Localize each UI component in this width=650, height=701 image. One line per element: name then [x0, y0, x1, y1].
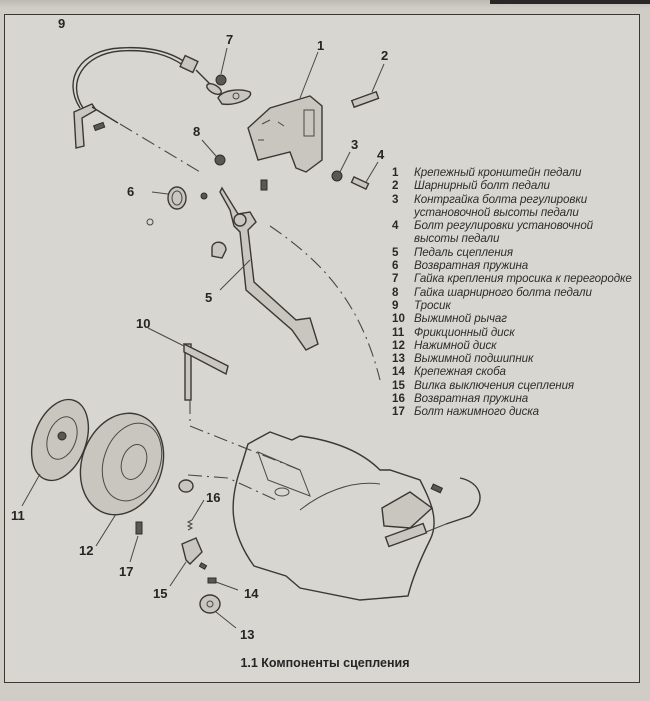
callout-8: 8: [193, 124, 201, 139]
part-6-return-spring: [146, 186, 208, 226]
callout-10: 10: [136, 316, 151, 331]
callout-7: 7: [226, 32, 234, 47]
legend-item: 5 Педаль сцепления: [392, 246, 640, 259]
legend-text: Возвратная пружина: [414, 259, 529, 273]
legend-text: Контргайка болта регулировки установочно…: [414, 192, 588, 219]
small-bolt: [260, 179, 268, 191]
part-14-retaining-clip: [198, 562, 239, 591]
legend-item: 1 Крепежный кронштейн педали: [392, 166, 640, 179]
callout-1: 1: [317, 38, 325, 53]
legend-num: 11: [392, 325, 405, 339]
legend-text: Болт нажимного диска: [414, 405, 540, 419]
page-top-edge: [0, 0, 650, 8]
legend-text: Вилка выключения сцепления: [414, 378, 575, 392]
assembly-line: [269, 225, 381, 381]
part-7-nut: [215, 47, 252, 106]
legend-item: 6 Возвратная пружина: [392, 259, 640, 272]
legend-item: 7 Гайка крепления тросика к перегородке: [392, 272, 640, 285]
callout-9: 9: [58, 16, 66, 31]
legend-item: 3 Контргайка болта регулировки установочн…: [392, 193, 640, 220]
legend-num: 3: [392, 192, 399, 206]
part-10-release-lever: [147, 327, 229, 401]
part-9-cable: [72, 46, 222, 149]
legend-num: 7: [392, 272, 399, 286]
part-17-pressure-plate-bolt: [129, 521, 143, 563]
legend-text: Выжимной рычаг: [414, 312, 507, 326]
legend-num: 16: [392, 392, 405, 406]
legend-item: 8 Гайка шарнирного болта педали: [392, 286, 640, 299]
legend-num: 12: [392, 338, 405, 352]
cable-end-bracket: [381, 477, 481, 548]
legend-text: Болт регулировки установочной высоты пед…: [414, 219, 594, 246]
legend-item: 4 Болт регулировки установочной высоты пе…: [392, 219, 640, 246]
legend-text: Выжимной подшипник: [414, 352, 534, 366]
page-top-dark-band: [490, 0, 650, 4]
legend-num: 9: [392, 298, 399, 312]
part-8-nut: [201, 139, 226, 166]
callout-3: 3: [351, 137, 359, 152]
part-15-release-fork: [169, 537, 203, 587]
legend-num: 1: [392, 166, 399, 179]
legend-num: 10: [392, 312, 405, 326]
callout-13: 13: [240, 627, 255, 642]
legend-num: 2: [392, 179, 399, 193]
figure-caption: 1.1 Компоненты сцепления: [240, 656, 410, 670]
legend-num: 14: [392, 365, 405, 379]
legend-text: Фрикционный диск: [414, 325, 515, 339]
legend-num: 4: [392, 219, 399, 233]
legend-num: 5: [392, 245, 399, 259]
assembly-line: [119, 123, 201, 173]
legend-num: 15: [392, 378, 405, 392]
part-3-locknut: [331, 151, 351, 182]
legend-item: 10 Выжимной рычаг: [392, 312, 640, 325]
legend-text: Тросик: [414, 298, 451, 312]
legend-item: 2 Шарнирный болт педали: [392, 179, 640, 192]
legend-num: 17: [392, 405, 405, 419]
assembly-line: [189, 400, 301, 471]
callout-16: 16: [206, 490, 221, 505]
legend-num: 13: [392, 352, 405, 366]
callout-4: 4: [377, 147, 385, 162]
bearing-sleeve: [178, 479, 194, 493]
legend-item: 11 Фрикционный диск: [392, 326, 640, 339]
bushing: [211, 241, 227, 259]
callout-17: 17: [119, 564, 134, 579]
legend-item: 16 Возвратная пружина: [392, 392, 640, 405]
legend-item: 14 Крепежная скоба: [392, 365, 640, 378]
callout-2: 2: [381, 48, 389, 63]
legend-text: Педаль сцепления: [414, 245, 513, 259]
callout-11: 11: [11, 508, 25, 523]
part-13-release-bearing: [199, 594, 237, 629]
part-12-pressure-plate: [79, 412, 165, 547]
legend-item: 9 Тросик: [392, 299, 640, 312]
legend-text: Крепежный кронштейн педали: [414, 166, 582, 179]
legend-item: 13 Выжимной подшипник: [392, 352, 640, 365]
parts-legend: 1 Крепежный кронштейн педали 2 Шарнирный б…: [392, 166, 640, 419]
callout-14: 14: [244, 586, 259, 601]
callout-12: 12: [79, 543, 94, 558]
legend-text: Шарнирный болт педали: [414, 179, 550, 193]
legend-item: 12 Нажимной диск: [392, 339, 640, 352]
legend-text: Гайка шарнирного болта педали: [414, 285, 592, 299]
part-1-pedal-bracket: [247, 51, 323, 173]
legend-text: Нажимной диск: [414, 338, 497, 352]
legend-item: 15 Вилка выключения сцепления: [392, 379, 640, 392]
legend-num: 6: [392, 259, 399, 273]
part-2-pivot-bolt: [350, 63, 385, 109]
legend-item: 17 Болт нажимного диска: [392, 405, 640, 418]
legend-text: Крепежная скоба: [414, 365, 506, 379]
part-5-clutch-pedal: [219, 186, 319, 351]
legend-text: Гайка крепления тросика к перегородке: [414, 272, 632, 286]
gearbox-housing: [232, 431, 435, 601]
part-4-adjust-bolt: [350, 161, 379, 191]
callout-5: 5: [205, 290, 213, 305]
part-16-return-spring: [186, 499, 205, 531]
callout-6: 6: [127, 184, 135, 199]
callout-15: 15: [153, 586, 168, 601]
assembly-line: [187, 474, 277, 501]
part-11-friction-disc: [21, 398, 90, 507]
legend-num: 8: [392, 285, 399, 299]
legend-text: Возвратная пружина: [414, 392, 529, 406]
